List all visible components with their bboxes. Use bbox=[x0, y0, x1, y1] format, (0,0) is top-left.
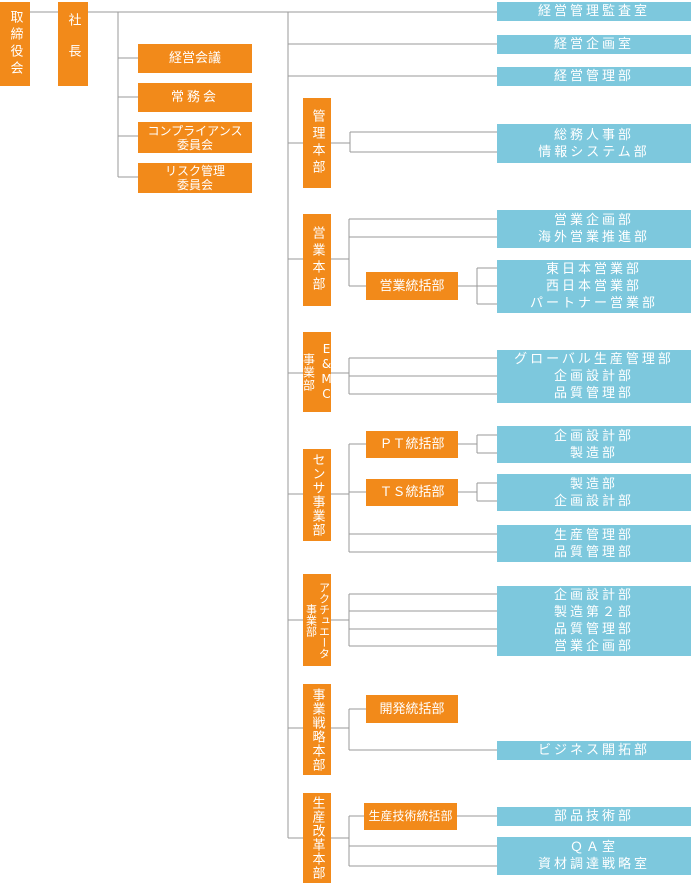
dept-group-ts: 製造部 企画設計部 bbox=[497, 474, 691, 511]
division-sensor: センサ事業部 bbox=[303, 449, 331, 541]
committee-label: コンプライアンス 委員会 bbox=[147, 123, 243, 152]
committee-executive-board: 常務会 bbox=[138, 83, 252, 112]
unit-sales-general: 営業統括部 bbox=[366, 272, 458, 300]
dept-business-development: ビジネス開拓部 bbox=[497, 741, 691, 760]
committee-management-meeting: 経営会議 bbox=[138, 44, 252, 73]
dept-label: 部品技術部 bbox=[553, 809, 634, 824]
dept-group-sensor: 生産管理部 品質管理部 bbox=[497, 525, 691, 562]
division-label: 営業本部 bbox=[309, 226, 325, 294]
division-label: 事業部 bbox=[303, 352, 316, 392]
division-label: センサ事業部 bbox=[309, 453, 325, 537]
dept-parts-engineering: 部品技術部 bbox=[497, 807, 691, 826]
dept-audit-office: 経営管理監査室 bbox=[497, 2, 691, 21]
dept-group-sales: 営業企画部 海外営業推進部 bbox=[497, 210, 691, 248]
dept-group-pt: 企画設計部 製造部 bbox=[497, 426, 691, 463]
dept-label: 営業企画部 海外営業推進部 bbox=[537, 213, 650, 245]
unit-pt-general: ＰＴ統括部 bbox=[366, 431, 458, 458]
board-of-directors-label: 取締役会 bbox=[7, 10, 23, 78]
dept-planning-office: 経営企画室 bbox=[497, 35, 691, 54]
division-label: アクチュエータ bbox=[317, 581, 331, 659]
division-emc: E&MC 事業部 bbox=[303, 332, 331, 412]
unit-development-general: 開発統括部 bbox=[366, 695, 458, 723]
unit-label: 開発統括部 bbox=[379, 701, 445, 717]
dept-label: 東日本営業部 西日本営業部 パートナー営業部 bbox=[529, 262, 658, 311]
committee-compliance: コンプライアンス 委員会 bbox=[138, 122, 252, 153]
division-suffix: 事業部 bbox=[304, 603, 318, 637]
dept-group-actuator: 企画設計部 製造第２部 品質管理部 営業企画部 bbox=[497, 586, 691, 656]
dept-label: 製造部 企画設計部 bbox=[553, 476, 634, 509]
president-box: 社長 bbox=[58, 2, 88, 86]
unit-label: 生産技術統括部 bbox=[368, 809, 453, 823]
dept-label: 経営企画室 bbox=[553, 37, 634, 52]
division-label: 管理本部 bbox=[309, 109, 325, 177]
unit-label: ＰＴ統括部 bbox=[379, 437, 445, 452]
division-label: 事業戦略本部 bbox=[309, 687, 325, 772]
dept-label: 生産管理部 品質管理部 bbox=[553, 527, 634, 560]
dept-label: ビジネス開拓部 bbox=[537, 743, 650, 758]
division-business-strategy: 事業戦略本部 bbox=[303, 684, 331, 775]
division-administration: 管理本部 bbox=[303, 98, 331, 188]
dept-management-dept: 経営管理部 bbox=[497, 67, 691, 86]
committee-risk-management: リスク管理 委員会 bbox=[138, 163, 252, 193]
dept-group-sales-general: 東日本営業部 西日本営業部 パートナー営業部 bbox=[497, 260, 691, 313]
board-of-directors-box: 取締役会 bbox=[0, 2, 30, 86]
committee-label: 常務会 bbox=[170, 90, 219, 105]
dept-group-administration: 総務人事部 情報システム部 bbox=[497, 124, 691, 163]
division-actuator: アクチュエータ 事業部 bbox=[303, 574, 331, 666]
committee-label: リスク管理 委員会 bbox=[164, 164, 225, 192]
unit-ts-general: ＴＳ統括部 bbox=[366, 479, 458, 506]
division-acronym: E&MC bbox=[319, 342, 332, 402]
unit-label: 営業統括部 bbox=[379, 278, 445, 294]
dept-label: 企画設計部 製造部 bbox=[553, 428, 634, 461]
dept-group-emc: グローバル生産管理部 企画設計部 品質管理部 bbox=[497, 350, 691, 403]
president-label: 社長 bbox=[65, 13, 81, 75]
division-sales: 営業本部 bbox=[303, 214, 331, 306]
division-production-reform: 生産改革本部 bbox=[303, 793, 331, 883]
dept-label: 企画設計部 製造第２部 品質管理部 営業企画部 bbox=[553, 588, 634, 654]
unit-production-engineering: 生産技術統括部 bbox=[364, 803, 457, 830]
dept-label: ＱＡ室 資材調達戦略室 bbox=[537, 840, 650, 872]
unit-label: ＴＳ統括部 bbox=[379, 485, 445, 500]
dept-label: 経営管理監査室 bbox=[537, 4, 650, 19]
dept-label: 経営管理部 bbox=[553, 69, 634, 84]
division-label: 生産改革本部 bbox=[309, 796, 325, 880]
dept-label: 総務人事部 情報システム部 bbox=[538, 127, 650, 160]
committee-label: 経営会議 bbox=[168, 51, 221, 66]
dept-group-production-reform: ＱＡ室 資材調達戦略室 bbox=[497, 837, 691, 875]
dept-label: グローバル生産管理部 企画設計部 品質管理部 bbox=[514, 352, 674, 401]
